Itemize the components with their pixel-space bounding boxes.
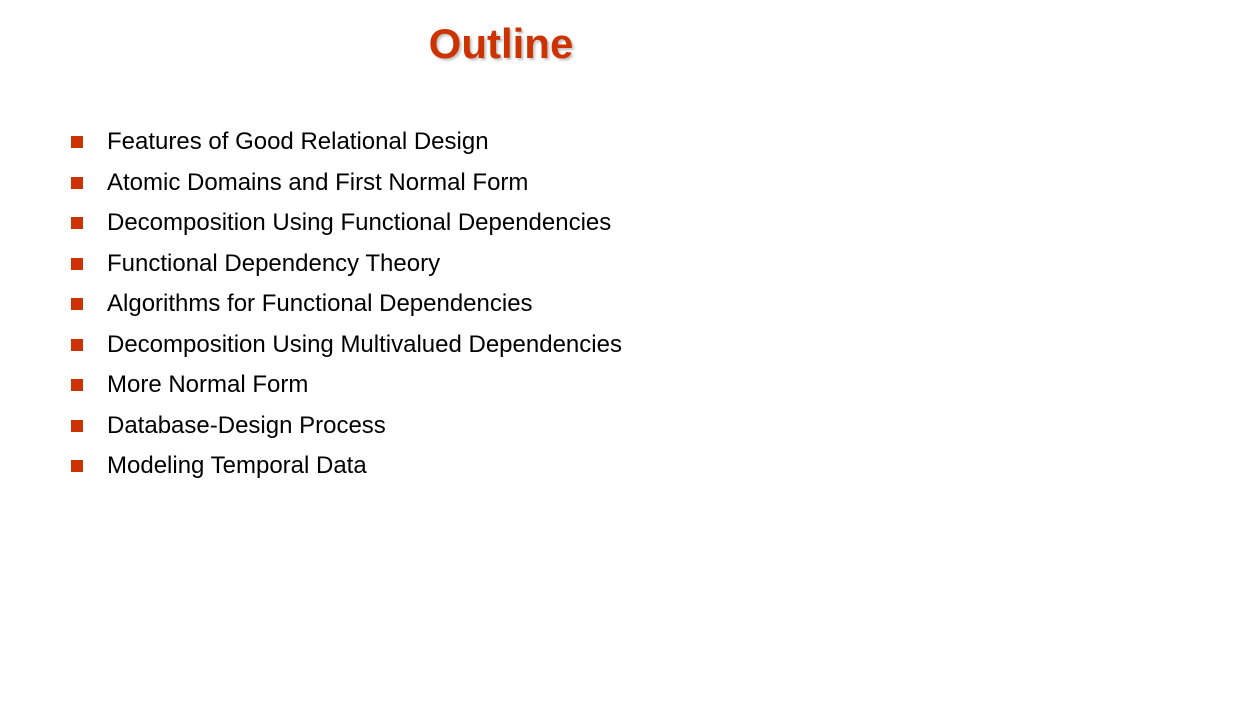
bullet-text: Features of Good Relational Design <box>107 128 489 155</box>
square-bullet-icon <box>71 217 83 229</box>
bullet-text: Atomic Domains and First Normal Form <box>107 168 529 196</box>
slide-title: Outline <box>428 20 574 67</box>
bullet-text: More Normal Form <box>107 371 309 398</box>
square-bullet-icon <box>71 338 83 351</box>
square-bullet-icon <box>71 460 83 472</box>
square-bullet-icon <box>71 176 83 189</box>
bullet-text: Decomposition Using Multivalued Dependen… <box>107 330 622 358</box>
bullet-text: Database-Design Process <box>107 411 386 439</box>
bullet-text: Algorithms for Functional Dependencies <box>107 290 533 317</box>
square-bullet-icon <box>71 136 83 148</box>
bullet-text: Functional Dependency Theory <box>107 249 441 277</box>
square-bullet-icon <box>71 257 83 270</box>
square-bullet-icon <box>71 379 83 391</box>
square-bullet-icon <box>71 419 83 432</box>
bullet-text: Modeling Temporal Data <box>107 452 367 479</box>
bullet-text: Decomposition Using Functional Dependenc… <box>107 209 612 236</box>
square-bullet-icon <box>71 298 83 310</box>
